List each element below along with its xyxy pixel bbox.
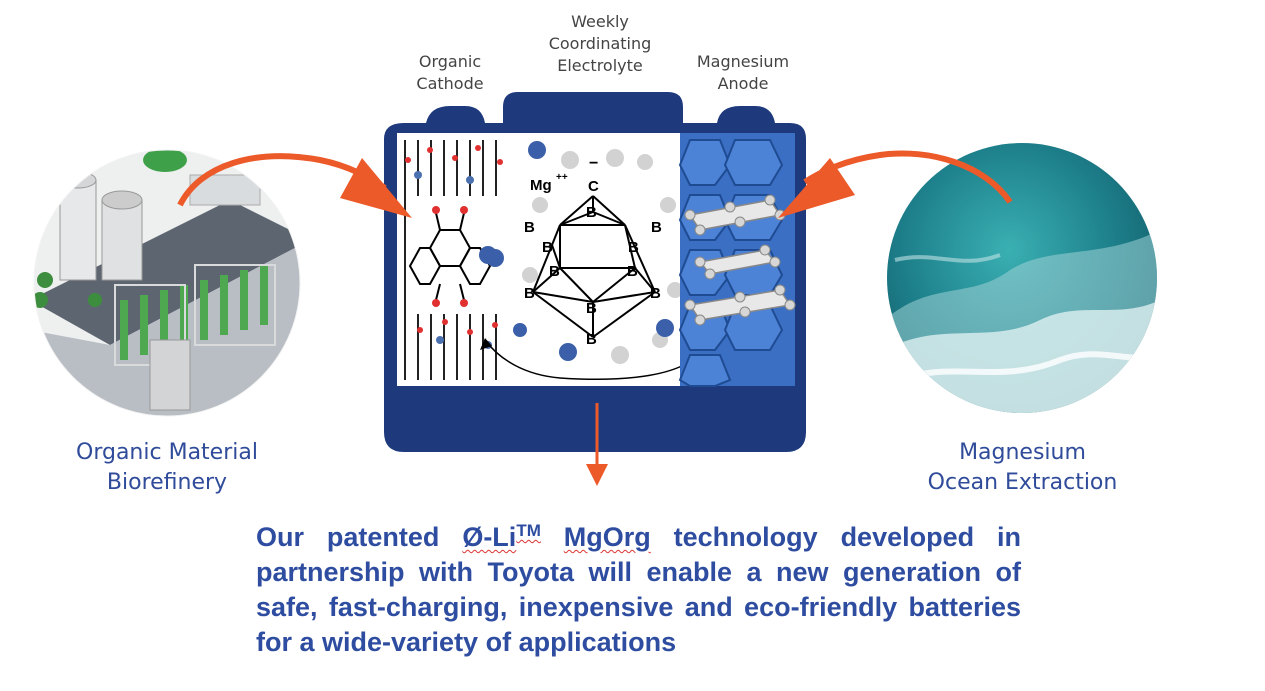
boron-atom-label: B — [586, 204, 597, 221]
cathode-label: Organic Cathode — [416, 52, 484, 93]
boron-atom-label: B — [524, 285, 535, 302]
ocean-illustration — [887, 143, 1157, 413]
anode-label: Magnesium Anode — [696, 52, 790, 93]
biorefinery-label: Organic Material Biorefinery — [76, 440, 258, 495]
boron-atom-label: B — [586, 300, 597, 317]
boron-atom-label: B — [650, 285, 661, 302]
boron-atom-label: B — [628, 239, 639, 256]
carbon-atom-label: C — [588, 178, 599, 195]
down-arrow — [586, 403, 608, 486]
brand-name: Ø-Li — [462, 522, 517, 552]
right-curved-arrow — [778, 150, 1013, 218]
biorefinery-illustration — [34, 150, 300, 416]
minus-sign: − — [589, 155, 598, 172]
boron-atom-label: B — [524, 219, 535, 236]
brand-name-2: MgOrg — [563, 522, 651, 552]
trademark: TM — [516, 521, 541, 540]
mg-ion-label: Mg — [530, 177, 552, 194]
boron-atom-label: B — [651, 219, 662, 236]
magnesium-anode — [678, 133, 796, 387]
ocean-extraction-label: Magnesium Ocean Extraction — [927, 440, 1118, 495]
electrolyte-label: Weekly Coordinating Electrolyte — [548, 12, 652, 75]
boron-atom-label: B — [542, 239, 553, 256]
mg-charge-label: ++ — [556, 172, 568, 183]
boron-atom-label: B — [549, 263, 560, 280]
left-curved-arrow — [177, 153, 412, 218]
description-text: Our patented Ø-LiTM MgOrg technology dev… — [256, 521, 1021, 657]
boron-atom-label: B — [627, 263, 638, 280]
boron-atom-label: B — [586, 331, 597, 348]
